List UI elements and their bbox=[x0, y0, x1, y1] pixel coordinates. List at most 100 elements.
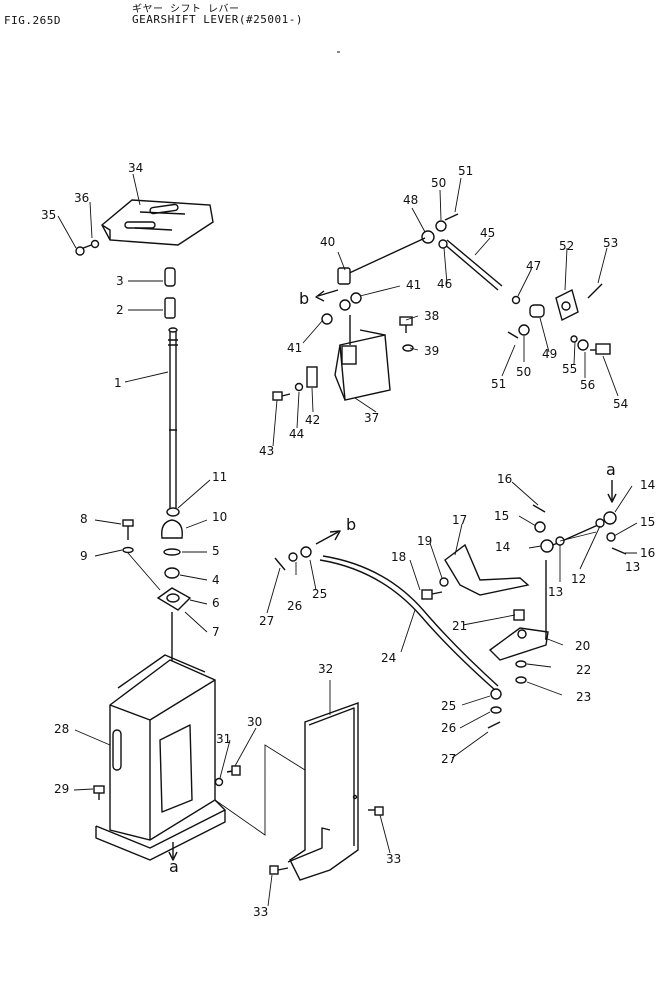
washer-55 bbox=[570, 335, 578, 343]
title-english: GEARSHIFT LEVER(#25001-) bbox=[132, 13, 303, 26]
lever-housing bbox=[95, 612, 226, 861]
nut-21 bbox=[513, 609, 525, 621]
nut-15a bbox=[534, 521, 546, 533]
callout-16b: 16 bbox=[640, 546, 655, 560]
callout-3: 3 bbox=[116, 274, 124, 288]
figure-number: FIG.265D bbox=[4, 14, 61, 27]
callout-49: 49 bbox=[542, 347, 557, 361]
nut-26b bbox=[490, 706, 502, 714]
joint-14b bbox=[603, 511, 617, 525]
cotter-16b bbox=[611, 547, 627, 555]
callout-48: 48 bbox=[403, 193, 418, 207]
washer-39 bbox=[402, 344, 414, 352]
joint-14a bbox=[540, 539, 554, 553]
callout-11: 11 bbox=[212, 470, 227, 484]
washer-31 bbox=[214, 777, 224, 787]
nut-15b bbox=[606, 532, 616, 542]
title-japanese: ギヤー シフト レバー bbox=[132, 4, 240, 15]
callout-39: 39 bbox=[424, 344, 439, 358]
ref-b-mid: b bbox=[346, 515, 356, 534]
callout-42: 42 bbox=[305, 413, 320, 427]
washer-19 bbox=[439, 577, 449, 587]
bushing-3 bbox=[164, 267, 176, 287]
callout-45: 45 bbox=[480, 226, 495, 240]
callout-16a: 16 bbox=[497, 472, 512, 486]
bolt-43 bbox=[272, 391, 291, 401]
joint-25a bbox=[300, 546, 312, 558]
callout-38: 38 bbox=[424, 309, 439, 323]
callout-56: 56 bbox=[580, 378, 595, 392]
callout-31: 31 bbox=[216, 732, 231, 746]
lever-arm-40 bbox=[337, 237, 426, 285]
callout-33b: 33 bbox=[253, 905, 268, 919]
screw-30 bbox=[226, 765, 241, 776]
callout-40: 40 bbox=[320, 235, 335, 249]
bracket-37 bbox=[334, 315, 391, 401]
reference-arrow-b-top bbox=[317, 289, 339, 297]
callout-37: 37 bbox=[364, 411, 379, 425]
cotter-16a bbox=[532, 504, 546, 513]
callout-24: 24 bbox=[381, 651, 396, 665]
nut-4 bbox=[164, 567, 180, 579]
callout-4: 4 bbox=[212, 573, 220, 587]
callout-44: 44 bbox=[289, 427, 304, 441]
callout-18: 18 bbox=[391, 550, 406, 564]
callout-52: 52 bbox=[559, 239, 574, 253]
callout-53: 53 bbox=[603, 236, 618, 250]
callout-54: 54 bbox=[613, 397, 628, 411]
nut-11 bbox=[166, 507, 180, 517]
cotter-51b bbox=[507, 331, 519, 339]
bracket-17 bbox=[444, 543, 530, 596]
callout-28: 28 bbox=[54, 722, 69, 736]
cotter-27a bbox=[274, 557, 286, 571]
bolt-18 bbox=[421, 589, 443, 600]
callout-33a: 33 bbox=[386, 852, 401, 866]
callout-20: 20 bbox=[575, 639, 590, 653]
bushing-2 bbox=[164, 297, 176, 319]
callout-14a: 14 bbox=[495, 540, 510, 554]
callout-5: 5 bbox=[212, 544, 220, 558]
clevis-42 bbox=[306, 366, 318, 388]
ref-a-bottom: a bbox=[169, 857, 179, 876]
callout-32: 32 bbox=[318, 662, 333, 676]
joint-49 bbox=[529, 304, 545, 318]
callout-27a: 27 bbox=[259, 614, 274, 628]
callout-26b: 26 bbox=[441, 721, 456, 735]
washer-9 bbox=[122, 546, 134, 554]
lever-20 bbox=[488, 560, 549, 661]
bolt-38 bbox=[399, 316, 413, 333]
joint-25b bbox=[490, 688, 502, 700]
screw-33a bbox=[368, 806, 384, 816]
callout-7: 7 bbox=[212, 625, 220, 639]
callout-6: 6 bbox=[212, 596, 220, 610]
lever-bracket bbox=[127, 552, 192, 611]
callout-34: 34 bbox=[128, 161, 143, 175]
callout-1: 1 bbox=[114, 376, 122, 390]
callout-23: 23 bbox=[576, 690, 591, 704]
callout-46: 46 bbox=[437, 277, 452, 291]
washer-5 bbox=[163, 548, 181, 556]
callout-26a: 26 bbox=[287, 599, 302, 613]
bolt-8 bbox=[122, 519, 134, 540]
nut-41a bbox=[350, 292, 362, 304]
callout-35: 35 bbox=[41, 208, 56, 222]
nut-26a bbox=[288, 552, 298, 562]
callout-36: 36 bbox=[74, 191, 89, 205]
callout-27b: 27 bbox=[441, 752, 456, 766]
callout-41b: 41 bbox=[287, 341, 302, 355]
shift-rod-45 bbox=[442, 239, 503, 291]
washer-47 bbox=[511, 295, 521, 305]
callout-25b: 25 bbox=[441, 699, 456, 713]
callout-17: 17 bbox=[452, 513, 467, 527]
callout-41a: 41 bbox=[406, 278, 421, 292]
callout-50b: 50 bbox=[516, 365, 531, 379]
nut-41b bbox=[339, 299, 351, 311]
boot-10 bbox=[161, 519, 183, 539]
callout-19: 19 bbox=[417, 534, 432, 548]
callout-21: 21 bbox=[452, 619, 467, 633]
callout-43: 43 bbox=[259, 444, 274, 458]
callout-14b: 14 bbox=[640, 478, 655, 492]
lever-52 bbox=[555, 288, 579, 322]
pin-53 bbox=[587, 283, 603, 299]
